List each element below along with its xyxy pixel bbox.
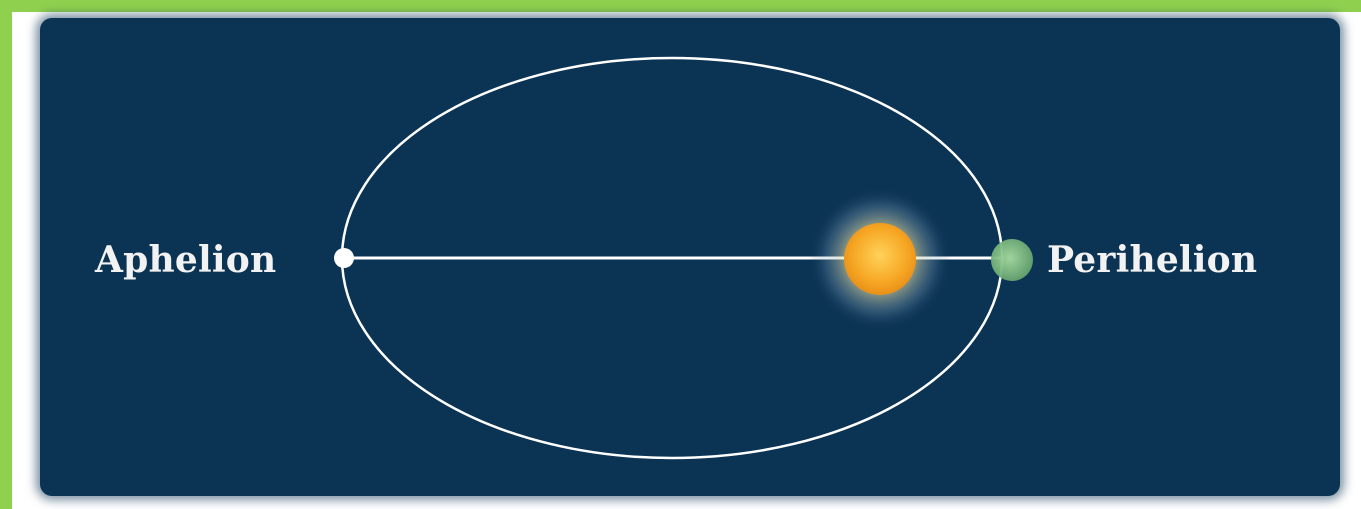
orbit-diagram-panel: Aphelion Perihelion	[40, 18, 1340, 496]
planet-at-perihelion	[991, 239, 1033, 281]
sun	[844, 223, 916, 295]
perihelion-label: Perihelion	[1047, 242, 1257, 278]
aphelion-point	[334, 248, 354, 268]
aphelion-label: Aphelion	[95, 242, 276, 278]
